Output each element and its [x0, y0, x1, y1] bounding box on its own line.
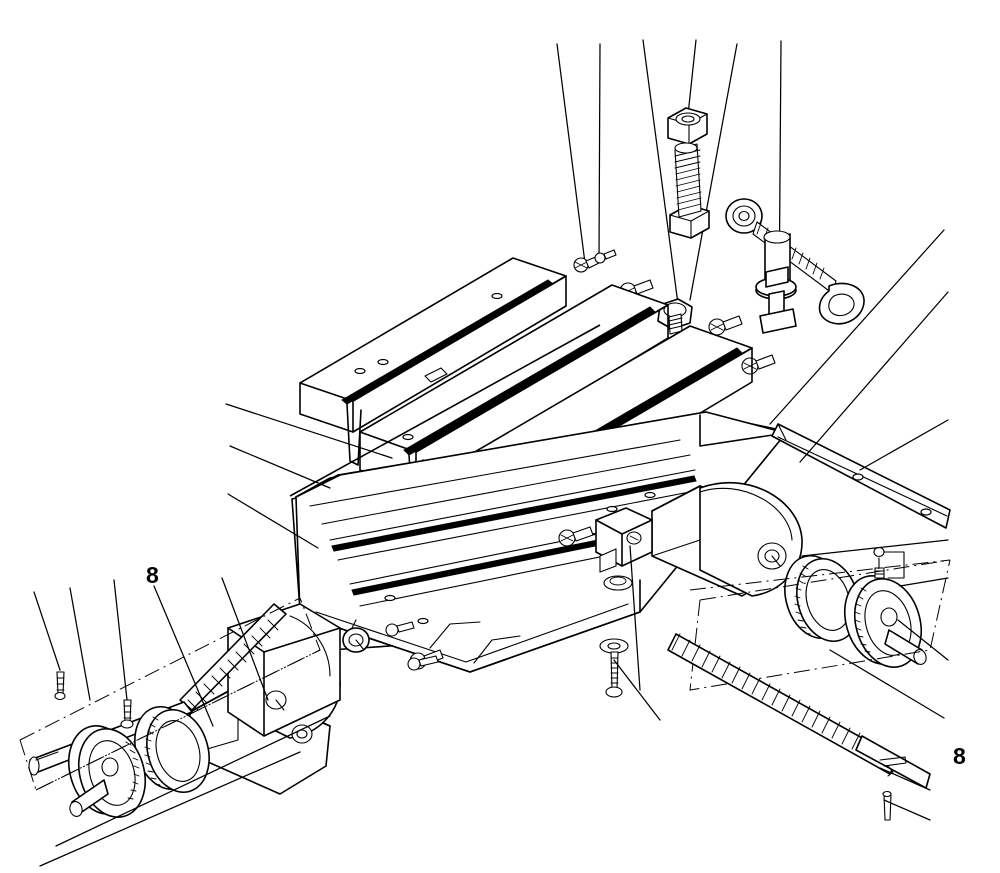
- cap-screw-left-b: [407, 655, 439, 671]
- hex-bolt: [669, 142, 710, 239]
- cap-screw-centre: [558, 526, 594, 547]
- saddle: [289, 324, 791, 673]
- set-screw-left-2: [54, 671, 66, 701]
- leader-lines-left-upper: [225, 403, 393, 549]
- callout-label-right: 8: [953, 743, 966, 769]
- bearing-bracket-right: [651, 481, 803, 597]
- centre-lines-right: [689, 559, 951, 691]
- leader-lines-left: [33, 577, 269, 727]
- handwheel-right: [844, 575, 927, 668]
- set-screw-left: [120, 699, 134, 729]
- handwheel-dial-right: [784, 554, 860, 643]
- taper-pin-right: [882, 790, 892, 821]
- bearing-bracket-left: [189, 603, 341, 795]
- gib-strip: [771, 423, 951, 529]
- cap-screw-group-top: [573, 249, 776, 375]
- collar-left: [342, 619, 370, 653]
- leadscrew-nut-block: [595, 507, 653, 573]
- leader-lines-right: [613, 229, 949, 821]
- centre-lines-left: [19, 597, 321, 791]
- handwheel-left: [68, 725, 146, 818]
- leadscrew-cross: [667, 633, 931, 789]
- leader-lines-bottom: [39, 715, 331, 867]
- clamp-screw-assembly: [725, 198, 865, 334]
- washer-centre: [599, 638, 629, 654]
- handwheel-dial-left: [134, 705, 210, 794]
- screw-centre: [605, 651, 623, 698]
- cap-screw-left-a: [385, 621, 415, 637]
- hex-nut: [667, 107, 708, 145]
- callout-label-left: 8: [146, 562, 159, 588]
